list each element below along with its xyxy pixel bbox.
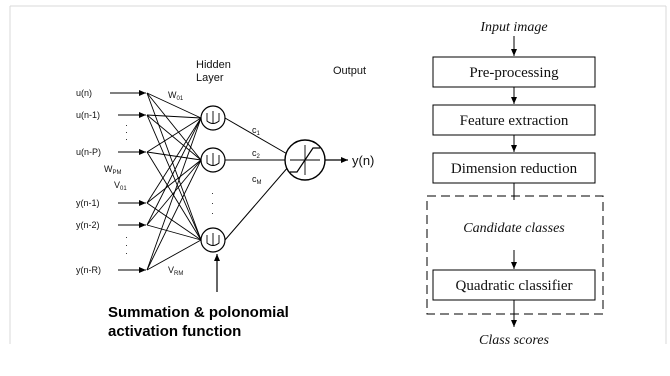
svg-text:·: · — [125, 240, 128, 250]
candidate-classes-label: Candidate classes — [463, 221, 565, 236]
input-arrows — [110, 90, 146, 273]
hidden-layer-title-line1: Hidden — [196, 59, 231, 71]
classifier-label: Quadratic classifier — [455, 278, 572, 294]
coefficient-cm: cM — [252, 174, 262, 186]
svg-text:·: · — [211, 188, 214, 198]
network-diagram: Hidden Layer Output u(n) u(n-1) u(n-P) y… — [76, 59, 374, 340]
hidden-neuron — [200, 227, 226, 253]
svg-text:·: · — [125, 120, 128, 130]
svg-text:·: · — [211, 208, 214, 218]
svg-text:·: · — [125, 232, 128, 242]
weight-label-v01: V01 — [114, 180, 127, 192]
hidden-output-connections — [224, 117, 290, 241]
input-label: u(n-P) — [76, 147, 101, 157]
classifier-box — [432, 269, 596, 301]
input-hidden-connections — [146, 92, 202, 271]
flow-step-box — [432, 56, 596, 88]
flow-input-label: Input image — [479, 20, 547, 35]
weight-label-wpm: WPM — [104, 164, 122, 176]
output-neuron — [284, 139, 326, 181]
output-title: Output — [333, 65, 366, 77]
svg-text:·: · — [211, 198, 214, 208]
svg-text:·: · — [125, 127, 128, 137]
flow-step-box — [432, 104, 596, 136]
output-label: y(n) — [352, 153, 374, 168]
input-label: y(n-1) — [76, 198, 100, 208]
flow-step-label: Dimension reduction — [451, 161, 578, 177]
class-scores-label: Class scores — [479, 333, 549, 348]
input-label: u(n-1) — [76, 110, 100, 120]
hidden-ellipsis: ··· — [211, 188, 214, 218]
flow-step-label: Feature extraction — [460, 113, 569, 129]
caption-line1: Summation & polonomial — [108, 304, 289, 321]
hidden-neuron — [200, 147, 226, 173]
input-label: y(n-R) — [76, 265, 101, 275]
input-label: y(n-2) — [76, 220, 100, 230]
candidate-dashed-frame — [426, 195, 604, 315]
flowchart: Input image Pre-processing Feature extra… — [426, 20, 604, 348]
input-label: u(n) — [76, 88, 92, 98]
svg-text:·: · — [125, 248, 128, 258]
input-ellipsis: ··· ··· — [125, 120, 128, 258]
coefficient-c2: c2 — [252, 148, 261, 160]
hidden-neuron — [200, 105, 226, 131]
weight-label-w01: W01 — [168, 90, 184, 102]
weight-label-vrm: VRM — [168, 265, 183, 277]
hidden-layer-title-line2: Layer — [196, 72, 224, 84]
svg-text:·: · — [125, 134, 128, 144]
flow-step-label: Pre-processing — [469, 65, 559, 81]
flow-step-box — [432, 152, 596, 184]
coefficient-c1: c1 — [252, 125, 261, 137]
caption-line2: activation function — [108, 323, 241, 340]
